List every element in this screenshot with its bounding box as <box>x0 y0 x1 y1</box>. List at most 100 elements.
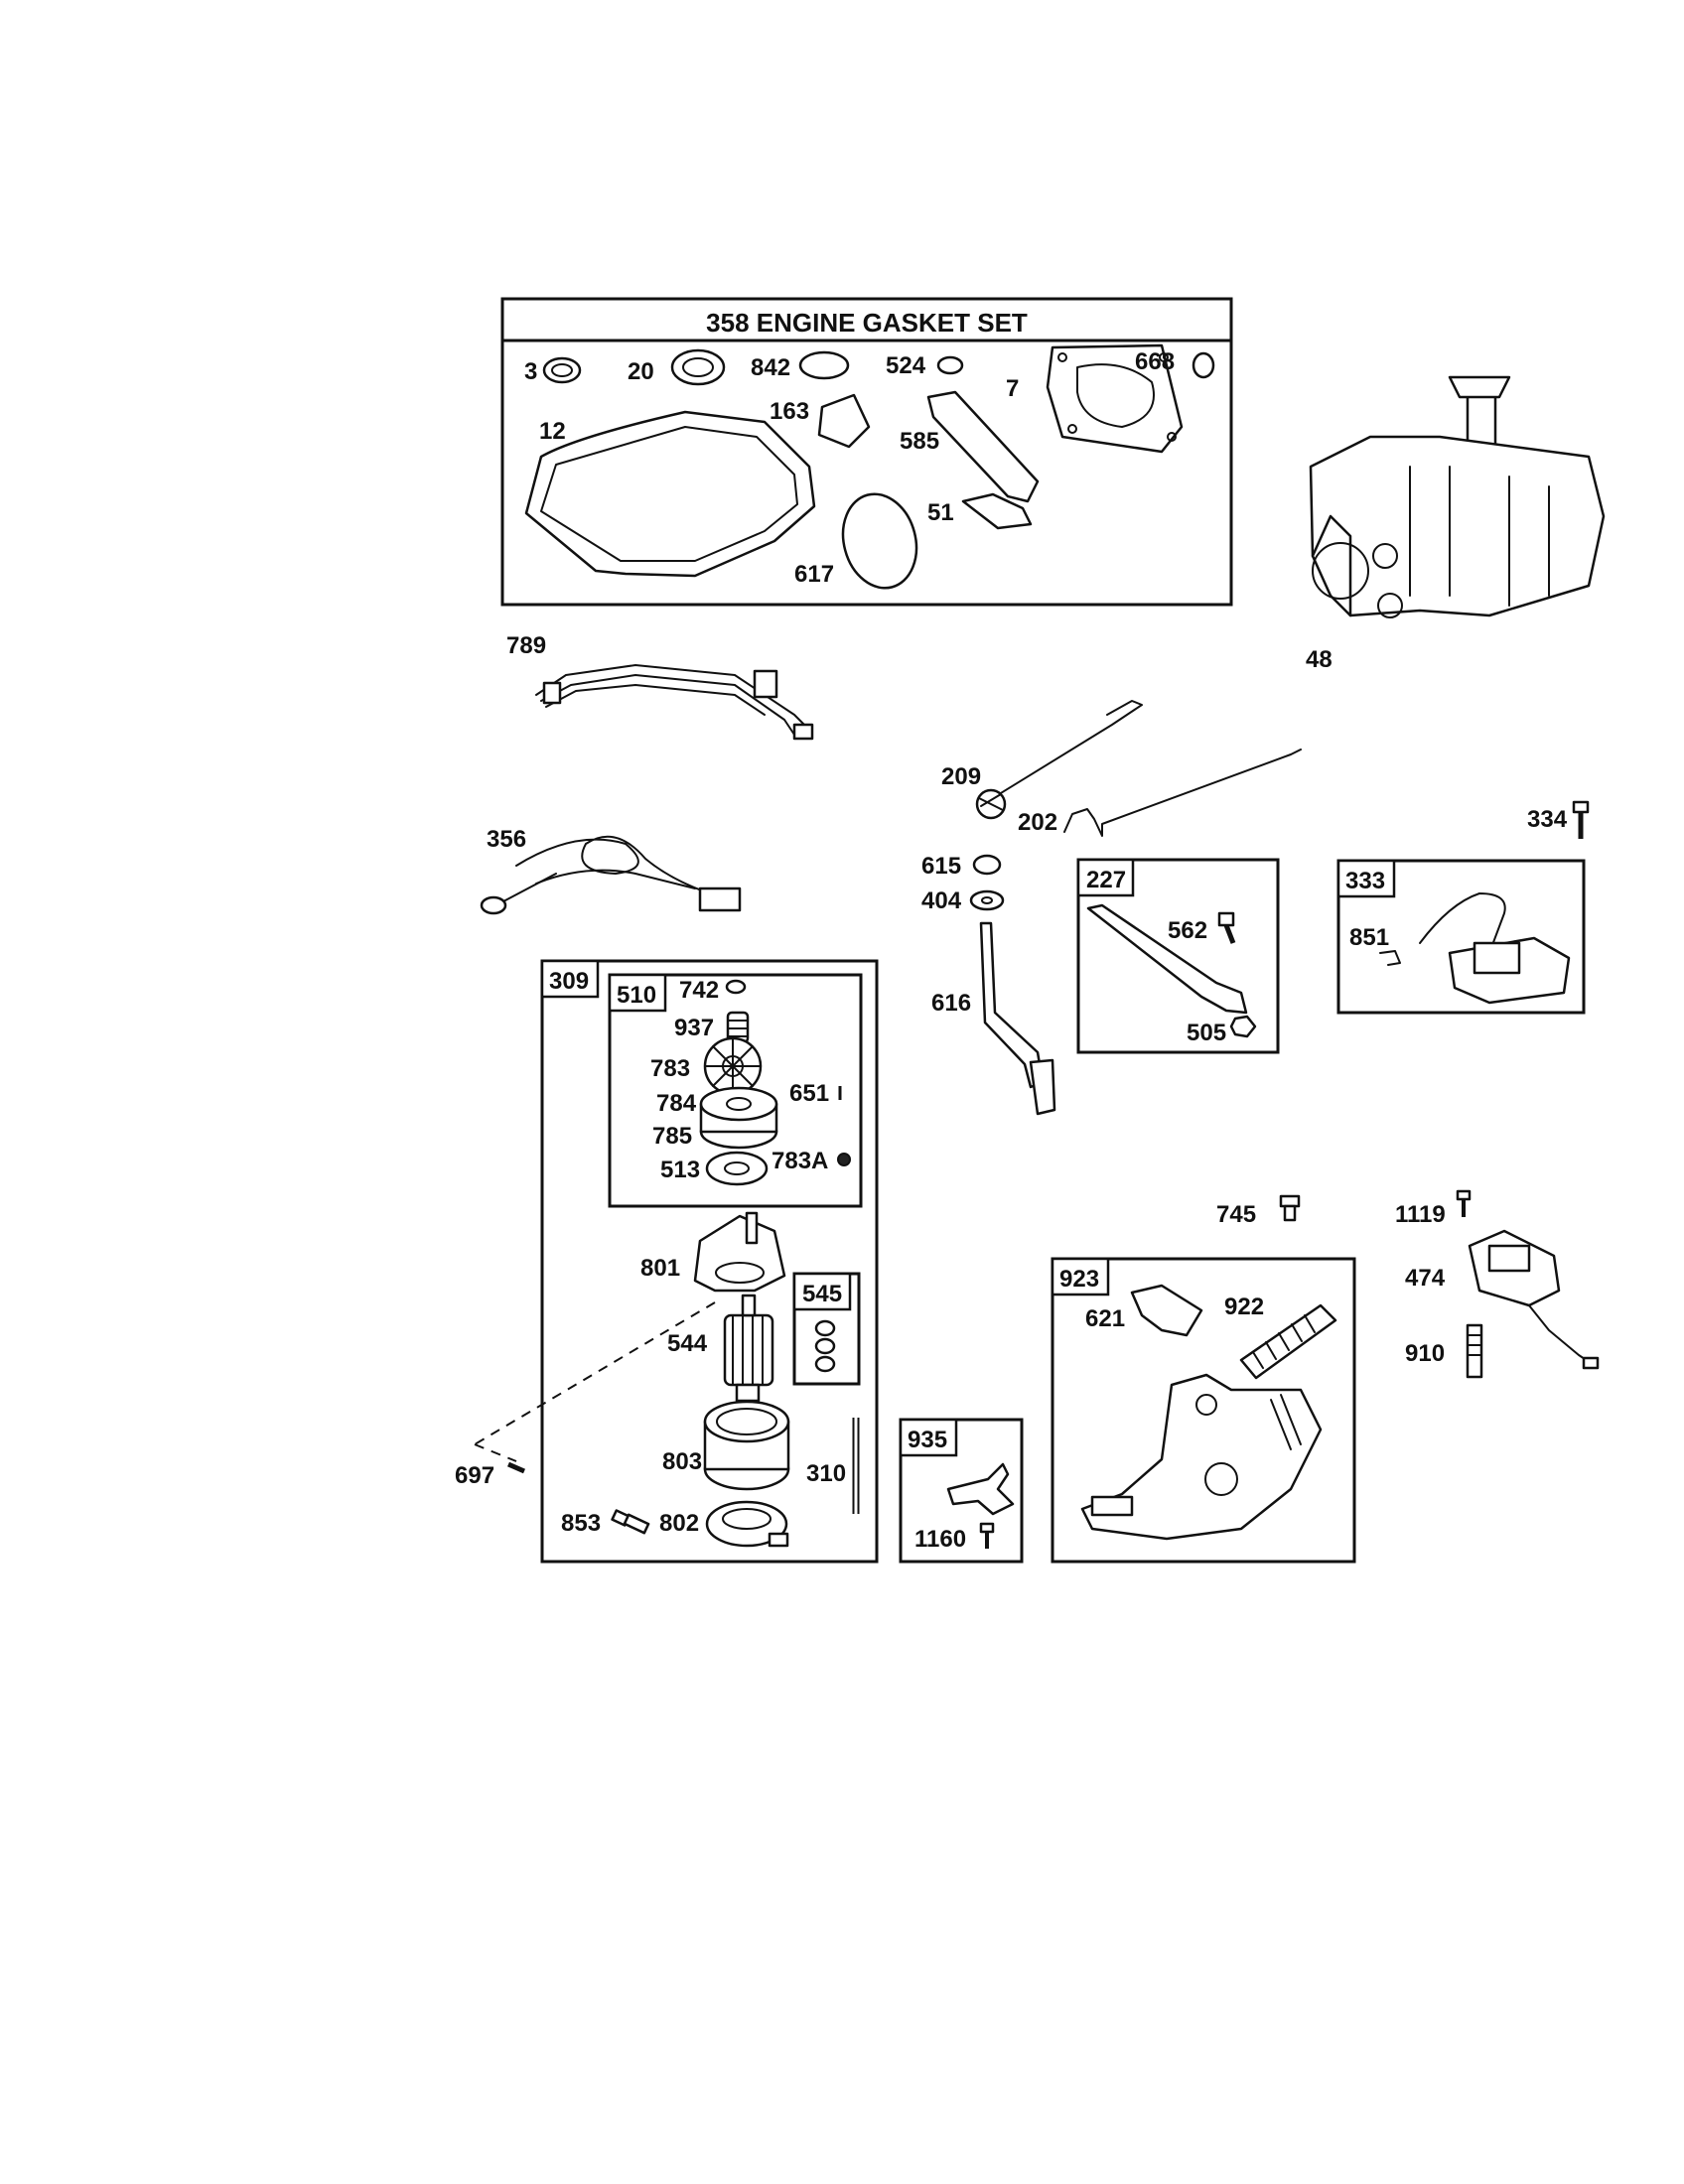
part-783a-cap <box>837 1153 851 1166</box>
assembly-line-697 <box>474 1301 716 1445</box>
part-label-51: 51 <box>927 499 954 526</box>
part-label-802: 802 <box>659 1510 699 1537</box>
part-51-gasket <box>961 492 1033 530</box>
part-617-o-ring <box>841 492 918 590</box>
part-227-governor-lever <box>1086 903 1248 1015</box>
part-label-789: 789 <box>506 632 546 659</box>
part-label-227: 227 <box>1086 867 1126 893</box>
part-label-910: 910 <box>1405 1340 1445 1367</box>
part-163-gasket <box>817 393 871 449</box>
part-802-end-cap <box>705 1500 789 1548</box>
part-label-404: 404 <box>921 887 962 914</box>
part-356-ground-wire <box>480 835 742 915</box>
part-label-923: 923 <box>1059 1266 1099 1293</box>
part-851-clip <box>1379 950 1401 966</box>
part-label-742: 742 <box>679 977 719 1004</box>
part-label-12: 12 <box>539 418 566 445</box>
part-1160-screw <box>979 1522 995 1549</box>
part-842-o-ring <box>798 350 850 380</box>
part-922-spring <box>1239 1303 1337 1380</box>
part-label-1160: 1160 <box>914 1526 966 1553</box>
part-697-screw <box>506 1461 526 1474</box>
gasket-set-title: 358 ENGINE GASKET SET <box>706 308 1028 338</box>
part-202-governor-link <box>1063 749 1302 837</box>
part-label-310: 310 <box>806 1460 846 1487</box>
part-621-clip <box>1130 1284 1203 1337</box>
part-label-20: 20 <box>628 358 654 385</box>
part-742-ring <box>725 979 747 995</box>
part-label-668: 668 <box>1135 348 1175 375</box>
part-745-screw <box>1279 1194 1301 1222</box>
part-783-pinion-gear <box>703 1036 763 1096</box>
part-label-3: 3 <box>524 358 537 385</box>
part-label-651: 651 <box>789 1080 829 1107</box>
part-545-nuts <box>814 1319 836 1373</box>
part-label-784: 784 <box>656 1090 697 1117</box>
part-616-governor-shaft <box>979 921 1056 1116</box>
part-label-544: 544 <box>667 1330 708 1357</box>
part-label-621: 621 <box>1085 1305 1125 1332</box>
part-label-202: 202 <box>1018 809 1057 836</box>
part-label-7: 7 <box>1006 375 1019 402</box>
part-label-937: 937 <box>674 1015 714 1041</box>
part-label-505: 505 <box>1187 1020 1226 1046</box>
part-label-617: 617 <box>794 561 834 588</box>
part-524-o-ring <box>936 355 964 375</box>
part-20-oil-seal <box>670 348 726 386</box>
part-784-785-clutch-assembly <box>699 1086 778 1150</box>
part-label-801: 801 <box>640 1255 680 1282</box>
part-label-615: 615 <box>921 853 961 880</box>
box-510: 510 742 937 783 651 784 785 <box>608 973 863 1208</box>
part-853-terminal <box>611 1509 650 1535</box>
part-505-nut <box>1229 1015 1257 1038</box>
part-910-spacer <box>1466 1323 1483 1379</box>
part-label-783: 783 <box>650 1055 690 1082</box>
box-333: 333 851 <box>1336 859 1586 1015</box>
part-label-48: 48 <box>1306 646 1333 673</box>
part-label-513: 513 <box>660 1157 700 1183</box>
part-12-crankcase-gasket <box>524 410 816 578</box>
part-935-bracket <box>946 1462 1015 1516</box>
box-545: 545 <box>792 1272 861 1386</box>
part-label-209: 209 <box>941 763 981 790</box>
part-label-922: 922 <box>1224 1294 1264 1320</box>
box-935: 935 1160 <box>899 1418 1024 1564</box>
part-label-745: 745 <box>1216 1201 1256 1228</box>
part-label-842: 842 <box>751 354 790 381</box>
part-474-switch <box>1468 1229 1600 1370</box>
part-209-governor-spring <box>975 700 1143 820</box>
part-label-334: 334 <box>1527 806 1568 833</box>
part-label-851: 851 <box>1349 924 1389 951</box>
part-label-545: 545 <box>802 1281 842 1307</box>
part-923-control-bracket <box>1080 1373 1323 1541</box>
part-label-474: 474 <box>1405 1265 1446 1292</box>
box-309: 309 510 742 937 783 651 784 785 <box>474 959 879 1564</box>
part-333-armature <box>1419 892 1571 1005</box>
part-1119-screw <box>1456 1189 1472 1217</box>
part-789-wiring-harness <box>535 664 814 741</box>
part-544-armature <box>723 1294 774 1403</box>
part-label-935: 935 <box>908 1427 947 1453</box>
part-label-510: 510 <box>617 982 656 1009</box>
part-513-washer <box>705 1151 769 1186</box>
part-48-cylinder-block <box>1309 375 1606 618</box>
part-label-333: 333 <box>1345 868 1385 894</box>
part-label-309: 309 <box>549 968 589 995</box>
part-label-803: 803 <box>662 1448 702 1475</box>
part-562-screw <box>1217 911 1236 944</box>
part-668-washer <box>1192 351 1215 379</box>
part-334-screw <box>1572 800 1590 839</box>
part-label-585: 585 <box>900 428 939 455</box>
part-label-524: 524 <box>886 352 926 379</box>
part-585-gasket <box>926 390 1040 503</box>
box-923: 923 621 922 <box>1051 1257 1356 1564</box>
part-803-housing <box>703 1400 790 1491</box>
part-label-853: 853 <box>561 1510 601 1537</box>
part-7-head-gasket <box>1046 343 1184 454</box>
part-label-562: 562 <box>1168 917 1207 944</box>
part-label-1119: 1119 <box>1395 1201 1446 1228</box>
gasket-set-panel: 358 ENGINE GASKET SET 3 20 842 524 7 668… <box>500 297 1233 607</box>
part-label-697: 697 <box>455 1462 494 1489</box>
part-label-785: 785 <box>652 1123 692 1150</box>
